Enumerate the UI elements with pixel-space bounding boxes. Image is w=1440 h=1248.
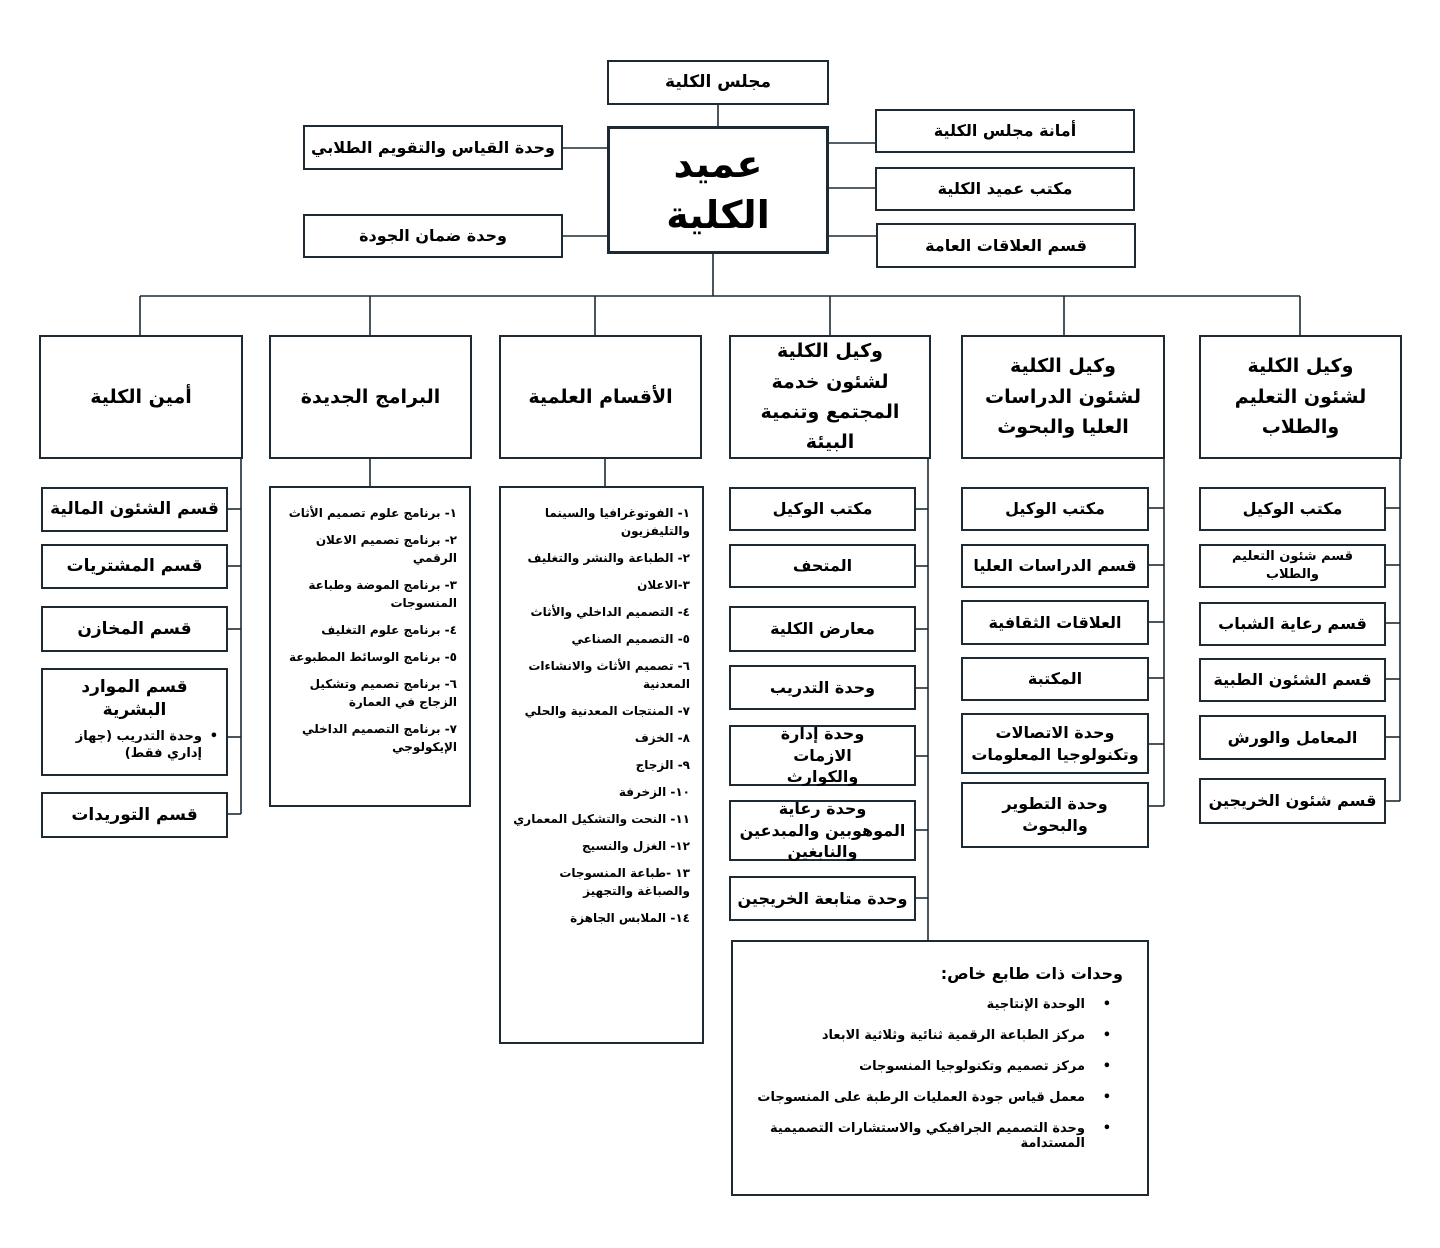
special-units-box: وحدات ذات طابع خاص: الوحدة الإنتاجية مرك…	[731, 940, 1149, 1196]
secretary-item: قسم التوريدات	[41, 792, 228, 838]
list-item: ٣-الاعلان	[637, 578, 690, 592]
quality-assurance-unit-box: وحدة ضمان الجودة	[303, 214, 563, 258]
special-units-title: وحدات ذات طابع خاص:	[940, 964, 1123, 983]
secretary-item: قسم المخازن	[41, 606, 228, 652]
list-item: ٣- برنامج الموضة وطباعة المنسوجات	[308, 578, 457, 610]
community-item: وحدة رعاية الموهوبين والمبدعين والنابغين	[729, 799, 916, 861]
community-vice-dean-box: وكيل الكلية لشئون خدمة المجتمع وتنمية ال…	[729, 335, 931, 459]
list-item: ٧- المنتجات المعدنية والحلي	[524, 704, 690, 718]
list-item: ٨- الخزف	[634, 731, 690, 745]
programs-list: ١- برنامج علوم تصميم الأثاث ٢- برنامج تص…	[269, 486, 471, 807]
list-item: ٥- برنامج الوسائط المطبوعة	[289, 650, 457, 664]
departments-header-box: الأقسام العلمية	[499, 335, 702, 459]
hr-department-box: قسم الموارد البشرية وحدة التدريب (جهاز إ…	[41, 668, 228, 776]
community-item: وحدة التدريب	[729, 665, 916, 710]
list-item: الوحدة الإنتاجية	[753, 997, 1123, 1012]
education-item: قسم رعاية الشباب	[1199, 602, 1386, 646]
list-item: ١١- النحت والتشكيل المعماري	[513, 812, 690, 826]
graduate-vice-dean-box: وكيل الكلية لشئون الدراسات العليا والبحو…	[961, 335, 1165, 459]
secretary-header-box: أمين الكلية	[39, 335, 243, 459]
list-item: ١٠- الزخرفة	[618, 785, 690, 799]
list-item: معمل قياس جودة العمليات الرطبة على المنس…	[753, 1090, 1123, 1105]
list-item: ١٢- الغزل والنسيج	[582, 839, 690, 853]
dean-box: عميد الكلية	[607, 126, 829, 254]
list-item: ٤- التصميم الداخلي والأثاث	[530, 605, 690, 619]
programs-header-box: البرامج الجديدة	[269, 335, 472, 459]
list-item: ١٣ -طباعة المنسوجات والصباغة والتجهيز	[559, 866, 690, 898]
education-item: قسم شئون الخريجين	[1199, 778, 1386, 824]
list-item: ١٤- الملابس الجاهزة	[570, 911, 690, 925]
departments-list: ١- الفوتوغرافيا والسينما والتليفزيون ٢- …	[499, 486, 704, 1044]
community-item: وحدة متابعة الخريجين	[729, 876, 916, 921]
graduate-item: قسم الدراسات العليا	[961, 544, 1149, 588]
hr-training-unit: وحدة التدريب (جهاز إداري فقط)	[53, 728, 218, 763]
graduate-item: العلاقات الثقافية	[961, 600, 1149, 645]
list-item: ٧- برنامج التصميم الداخلي الإيكولوجي	[302, 722, 457, 754]
assessment-unit-box: وحدة القياس والتقويم الطلابي	[303, 125, 563, 170]
education-vice-dean-box: وكيل الكلية لشئون التعليم والطلاب	[1199, 335, 1402, 459]
list-item: مركز تصميم وتكنولوجيا المنسوجات	[753, 1059, 1123, 1074]
community-item: وحدة إدارة الازمات والكوارث	[729, 724, 916, 786]
list-item: ١- برنامج علوم تصميم الأثاث	[288, 506, 457, 520]
council-secretariat-box: أمانة مجلس الكلية	[875, 109, 1135, 153]
public-relations-box: قسم العلاقات العامة	[876, 223, 1136, 268]
list-item: مركز الطباعة الرقمية ثنائية وثلاثية الاب…	[753, 1028, 1123, 1043]
education-item: قسم شئون التعليم والطلاب	[1199, 544, 1386, 588]
list-item: ٢- الطباعة والنشر والتغليف	[527, 551, 690, 565]
education-item: المعامل والورش	[1199, 715, 1386, 760]
college-council-box: مجلس الكلية	[607, 60, 829, 105]
list-item: ٩- الزجاج	[635, 758, 690, 772]
community-item: مكتب الوكيل	[729, 487, 916, 531]
community-item: معارض الكلية	[729, 606, 916, 652]
community-item: المتحف	[729, 544, 916, 588]
secretary-item: قسم المشتريات	[41, 544, 228, 589]
education-item: قسم الشئون الطبية	[1199, 658, 1386, 702]
list-item: وحدة التصميم الجرافيكي والاستشارات التصم…	[753, 1121, 1123, 1151]
graduate-item: المكتبة	[961, 657, 1149, 701]
list-item: ١- الفوتوغرافيا والسينما والتليفزيون	[544, 506, 690, 538]
list-item: ٦- برنامج تصميم وتشكيل الزجاج في العمارة	[309, 677, 457, 709]
list-item: ٢- برنامج تصميم الاعلان الرقمي	[315, 533, 457, 565]
list-item: ٥- التصميم الصناعي	[571, 632, 690, 646]
graduate-item: مكتب الوكيل	[961, 487, 1149, 531]
list-item: ٦- تصميم الأثاث والانشاءات المعدنية	[528, 659, 690, 691]
education-item: مكتب الوكيل	[1199, 487, 1386, 531]
graduate-item: وحدة التطوير والبحوث	[961, 782, 1149, 848]
dean-office-box: مكتب عميد الكلية	[875, 167, 1135, 211]
list-item: ٤- برنامج علوم التغليف	[321, 623, 457, 637]
hr-department-title: قسم الموارد البشرية	[81, 677, 188, 720]
secretary-item: قسم الشئون المالية	[41, 487, 228, 532]
graduate-item: وحدة الاتصالات وتكنولوجيا المعلومات	[961, 713, 1149, 774]
